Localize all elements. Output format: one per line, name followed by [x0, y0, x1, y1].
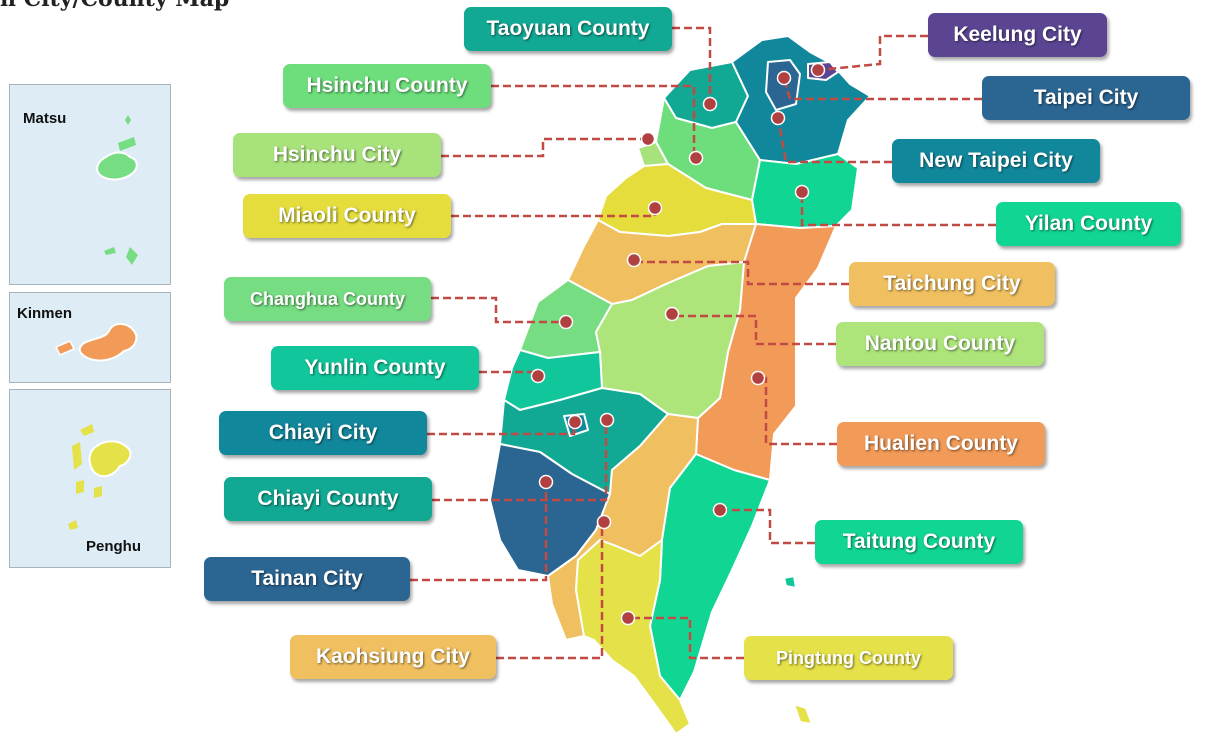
label-pingtung[interactable]: Pingtung County	[744, 636, 953, 680]
label-keelung[interactable]: Keelung City	[928, 13, 1107, 57]
label-new-taipei[interactable]: New Taipei City	[892, 139, 1100, 183]
region-orchid-island	[793, 703, 813, 725]
leader-taoyuan	[672, 26, 712, 104]
marker-taichung[interactable]	[626, 252, 642, 268]
label-hualien[interactable]: Hualien County	[837, 422, 1045, 466]
label-yilan[interactable]: Yilan County	[996, 202, 1181, 246]
region-markers	[530, 62, 826, 626]
marker-nantou[interactable]	[664, 306, 680, 322]
matsu-islands	[96, 115, 138, 265]
marker-pingtung[interactable]	[620, 610, 636, 626]
label-taipei[interactable]: Taipei City	[982, 76, 1190, 120]
marker-chiayi-city[interactable]	[567, 414, 583, 430]
label-chiayi-county[interactable]: Chiayi County	[224, 477, 432, 521]
leader-pingtung	[628, 616, 744, 660]
inset-matsu: Matsu	[9, 84, 171, 285]
leader-keelung	[817, 34, 928, 72]
marker-taoyuan[interactable]	[702, 96, 718, 112]
map-title: n City/County Map	[0, 0, 229, 12]
marker-hsinchu-city[interactable]	[640, 131, 656, 147]
leader-hualien	[758, 376, 837, 446]
inset-kinmen: Kinmen	[9, 292, 171, 383]
region-green-island	[783, 575, 797, 589]
leader-chiayi-city	[427, 422, 576, 436]
leader-chiayi-county	[432, 422, 608, 502]
leader-taipei	[782, 77, 982, 101]
inset-label-matsu: Matsu	[23, 110, 67, 127]
marker-taitung[interactable]	[712, 502, 728, 518]
label-yunlin[interactable]: Yunlin County	[271, 346, 479, 390]
leader-changhua	[431, 296, 566, 324]
leader-taitung	[720, 508, 815, 545]
region-pingtung[interactable]	[575, 539, 691, 735]
marker-tainan[interactable]	[538, 474, 554, 490]
marker-chiayi-county[interactable]	[599, 412, 615, 428]
label-chiayi-city[interactable]: Chiayi City	[219, 411, 427, 455]
penghu-islands	[68, 424, 132, 530]
marker-keelung[interactable]	[810, 62, 826, 78]
leader-tainan	[410, 482, 548, 582]
leader-kaohsiung	[496, 524, 604, 660]
label-changhua[interactable]: Changhua County	[224, 277, 431, 321]
label-tainan[interactable]: Tainan City	[204, 557, 410, 601]
leader-nantou	[672, 314, 836, 346]
marker-hualien[interactable]	[750, 370, 766, 386]
inset-label-kinmen: Kinmen	[17, 305, 73, 322]
marker-kaohsiung[interactable]	[596, 514, 612, 530]
label-kaohsiung[interactable]: Kaohsiung City	[290, 635, 496, 679]
marker-hsinchu-county[interactable]	[688, 150, 704, 166]
label-taichung[interactable]: Taichung City	[849, 262, 1055, 306]
inset-label-penghu: Penghu	[86, 538, 141, 555]
label-taoyuan[interactable]: Taoyuan County	[464, 7, 672, 51]
leader-hsinchu-city	[441, 137, 648, 158]
marker-changhua[interactable]	[558, 314, 574, 330]
marker-taipei[interactable]	[776, 70, 792, 86]
marker-miaoli[interactable]	[647, 200, 663, 216]
marker-yilan[interactable]	[794, 184, 810, 200]
label-miaoli[interactable]: Miaoli County	[243, 194, 451, 238]
marker-new-taipei[interactable]	[770, 110, 786, 126]
leader-lines	[410, 26, 996, 660]
label-taitung[interactable]: Taitung County	[815, 520, 1023, 564]
label-hsinchu-city[interactable]: Hsinchu City	[233, 133, 441, 177]
leader-yilan	[800, 192, 996, 227]
leader-new-taipei	[776, 117, 892, 164]
leader-taichung	[632, 260, 849, 286]
label-nantou[interactable]: Nantou County	[836, 322, 1044, 366]
marker-yunlin[interactable]	[530, 368, 546, 384]
leader-hsinchu-county	[491, 84, 696, 158]
label-hsinchu-county[interactable]: Hsinchu County	[283, 64, 491, 108]
inset-penghu: Penghu	[9, 389, 171, 568]
kinmen-islands	[54, 323, 138, 362]
